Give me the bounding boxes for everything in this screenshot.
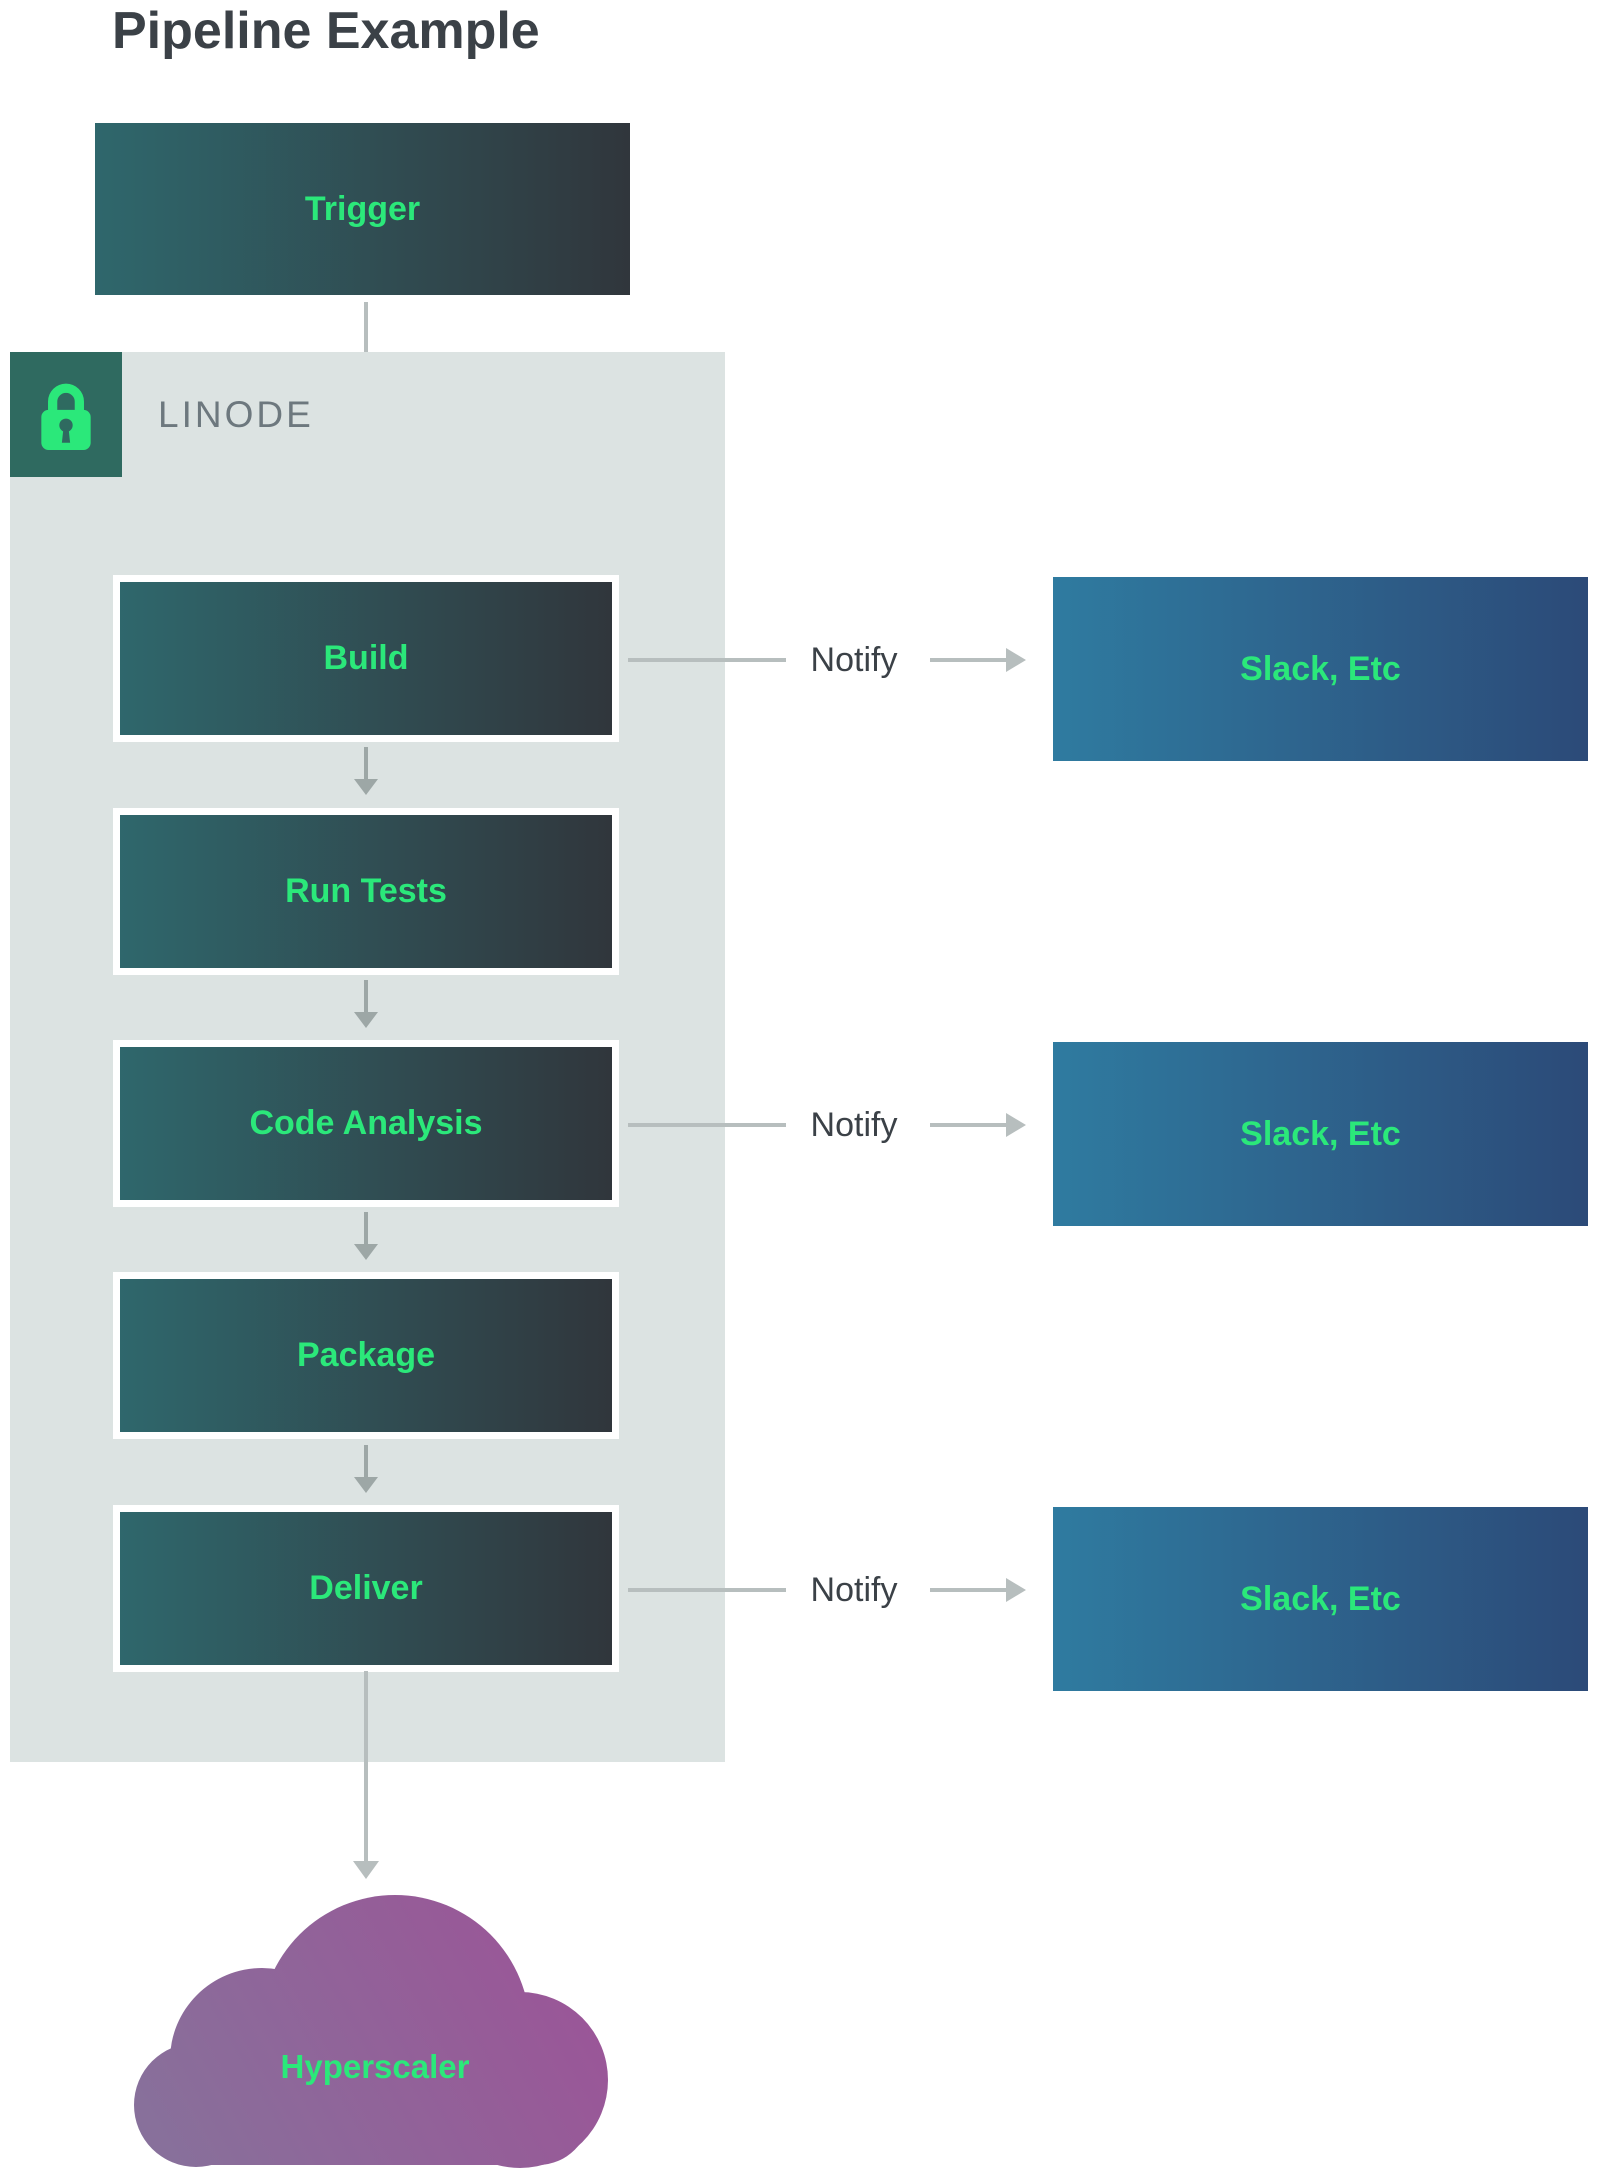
notify-label: Notify <box>810 1571 898 1609</box>
stage-label: Code Analysis <box>249 1104 483 1142</box>
arrowhead-right-icon <box>1006 1578 1026 1602</box>
arrowhead-right-icon <box>1006 1113 1026 1137</box>
stage-label: Run Tests <box>285 872 447 910</box>
slack-label: Slack, Etc <box>1240 649 1401 688</box>
slack-node: Slack, Etc <box>1053 1042 1588 1226</box>
lock-badge <box>10 352 122 477</box>
notify-arrow-line <box>930 1588 1006 1592</box>
slack-label: Slack, Etc <box>1240 1579 1401 1618</box>
notify-arrow-line <box>930 658 1006 662</box>
notify-line <box>628 1588 786 1592</box>
stage-node-code-analysis: Code Analysis <box>113 1040 619 1207</box>
hyperscaler-cloud <box>130 1880 620 2177</box>
trigger-label: Trigger <box>304 189 421 228</box>
page-title: Pipeline Example <box>112 2 540 60</box>
cloud-label: Hyperscaler <box>280 2048 470 2085</box>
arrow-runtests-to-codeanalysis <box>364 980 368 1012</box>
arrowhead-right-icon <box>1006 648 1026 672</box>
arrowhead-down-icon <box>354 779 378 795</box>
notify-label: Notify <box>810 1106 898 1144</box>
arrowhead-down-icon <box>354 1244 378 1260</box>
arrow-deliver-to-cloud <box>364 1671 368 1861</box>
arrow-package-to-deliver <box>364 1445 368 1477</box>
stage-label: Deliver <box>309 1569 423 1607</box>
slack-node: Slack, Etc <box>1053 577 1588 761</box>
stage-node-deliver: Deliver <box>113 1505 619 1672</box>
lock-icon <box>41 383 91 450</box>
slack-label: Slack, Etc <box>1240 1114 1401 1153</box>
notify-arrow-line <box>930 1123 1006 1127</box>
stage-node-package: Package <box>113 1272 619 1439</box>
notify-label: Notify <box>810 641 898 679</box>
stage-label: Build <box>323 639 409 677</box>
arrowhead-down-icon <box>354 1477 378 1493</box>
arrow-codeanalysis-to-package <box>364 1212 368 1244</box>
arrowhead-down-icon <box>353 1861 379 1879</box>
stage-node-build: Build <box>113 575 619 742</box>
notify-line <box>628 1123 786 1127</box>
stage-label: Package <box>297 1336 435 1374</box>
stage-node-run-tests: Run Tests <box>113 808 619 975</box>
slack-node: Slack, Etc <box>1053 1507 1588 1691</box>
trigger-node: Trigger <box>95 123 630 295</box>
cloud-icon <box>134 1895 608 2168</box>
notify-line <box>628 658 786 662</box>
arrowhead-down-icon <box>354 1012 378 1028</box>
arrow-build-to-runtests <box>364 747 368 779</box>
linode-zone-label: LINODE <box>158 393 314 435</box>
